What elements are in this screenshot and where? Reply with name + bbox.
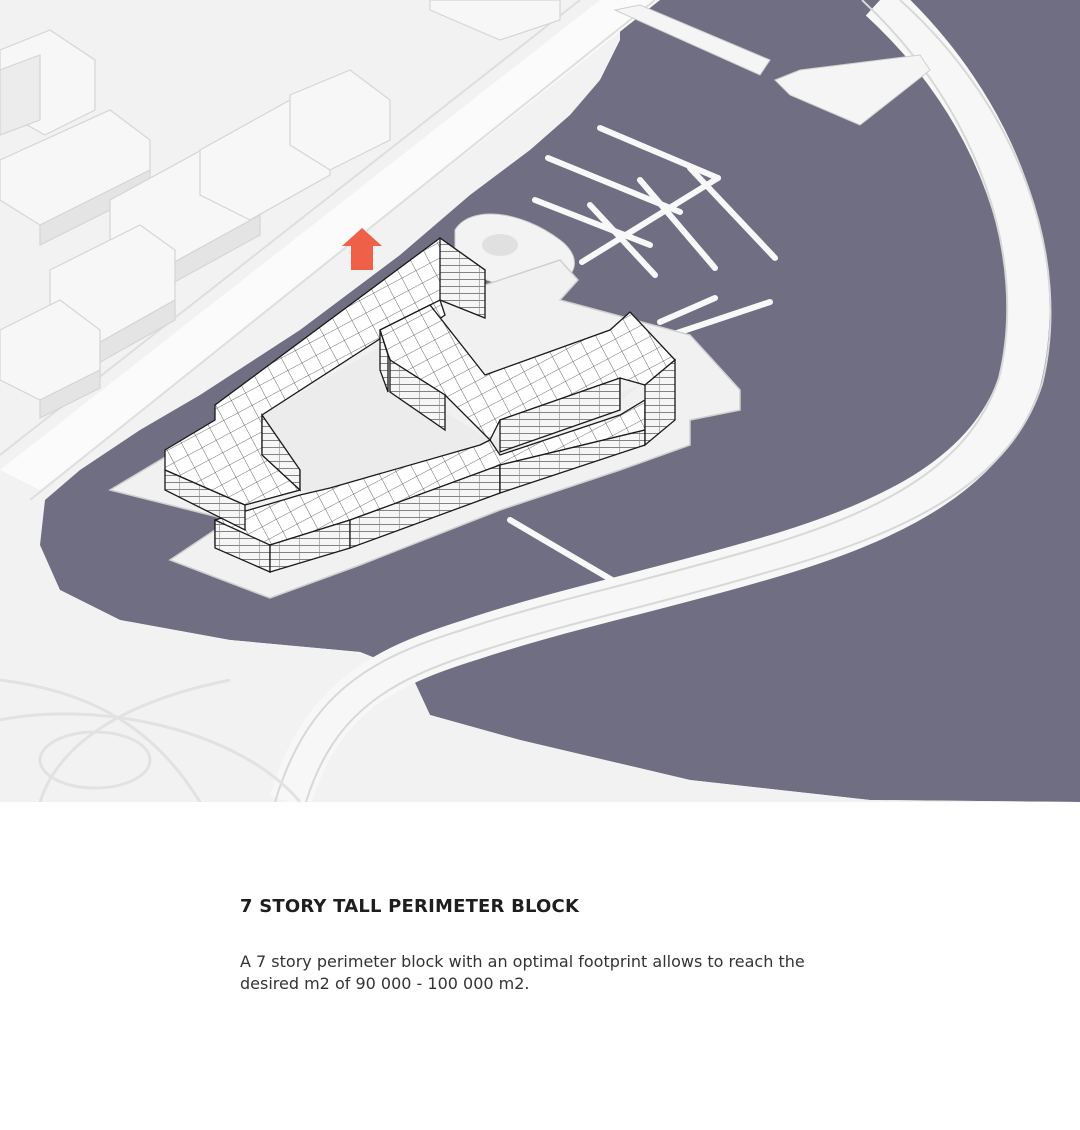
waterfront-road [269,0,1050,802]
road-interchange [0,678,302,802]
perimeter-block-facade [164,236,676,573]
city-road [0,0,660,490]
lower-shore [0,590,1080,802]
city-buildings [0,0,561,419]
site-axonometric-diagram [0,0,1080,802]
waterfront-road-edge [305,0,1052,802]
piers [613,4,931,126]
caption-block: 7 STORY TALL PERIMETER BLOCK A 7 story p… [240,896,860,995]
caption-title: 7 STORY TALL PERIMETER BLOCK [240,896,580,917]
north-arrow-icon [342,228,382,270]
waterfront-road-edge [274,0,1009,802]
courtyard [262,318,640,495]
caption-body: A 7 story perimeter block with an optima… [240,952,805,993]
